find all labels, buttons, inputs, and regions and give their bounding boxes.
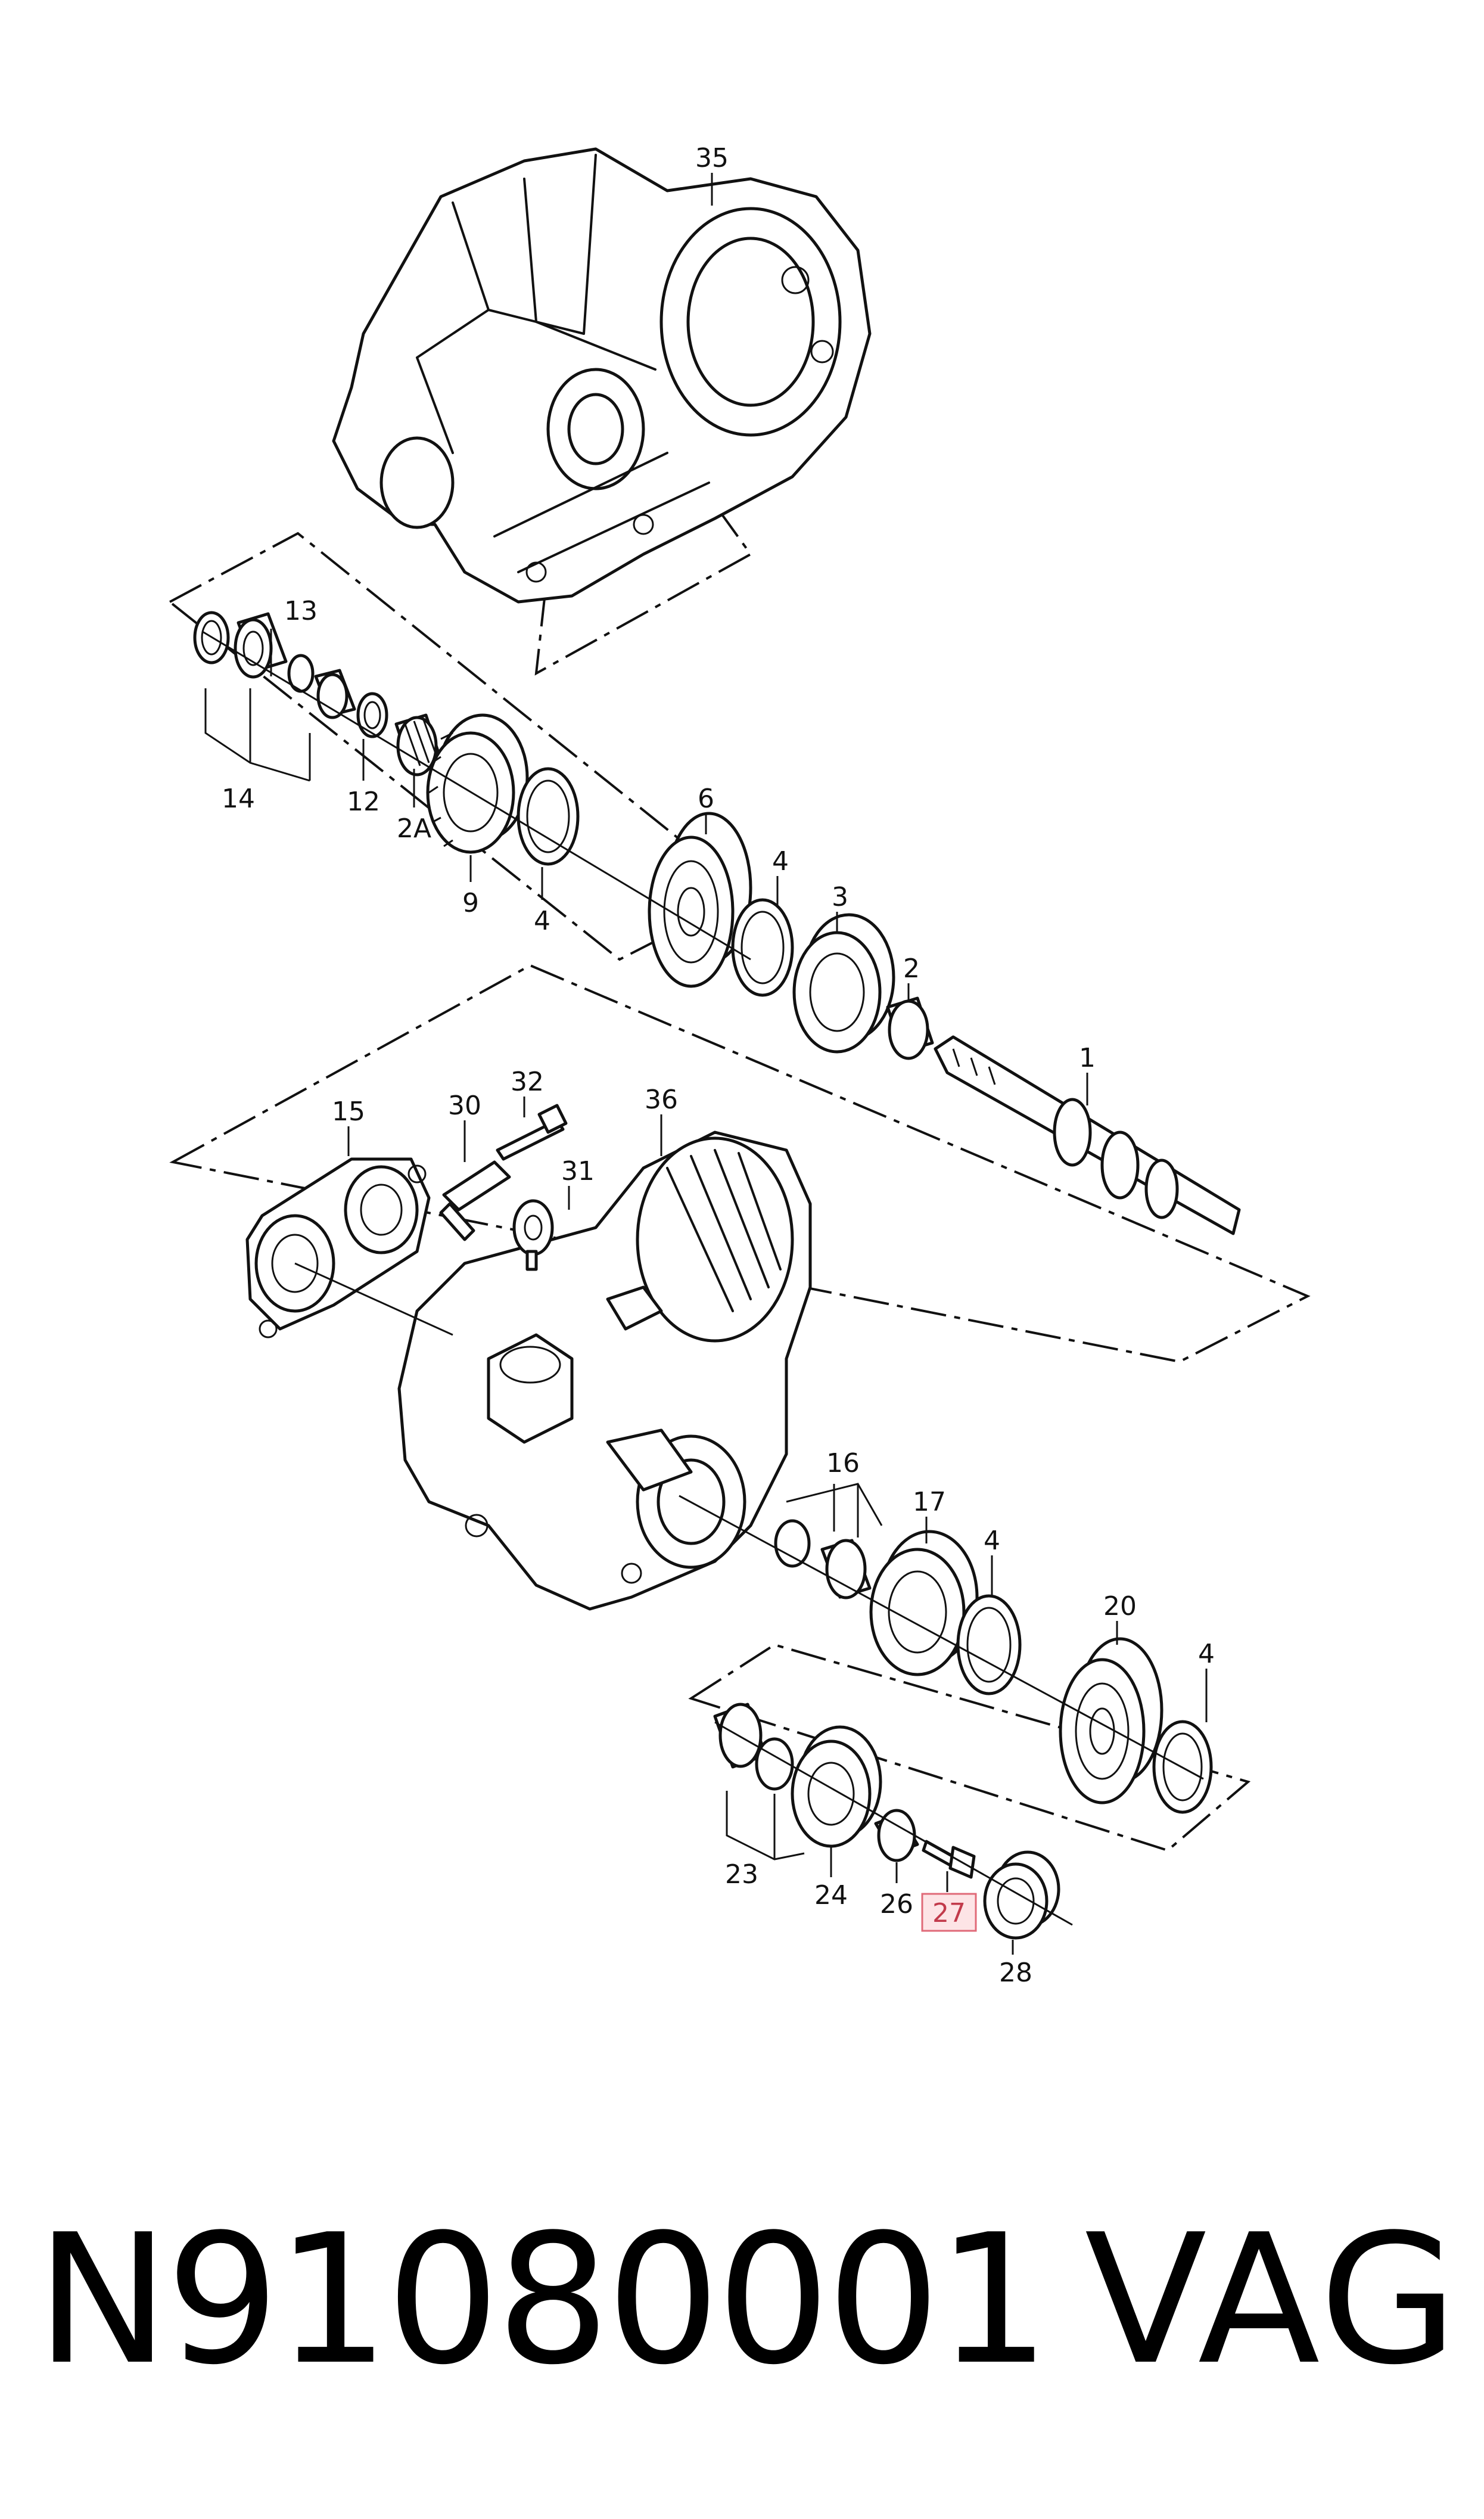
brand-name: VAG xyxy=(1084,2196,1460,2404)
callout-24: 24 xyxy=(814,1880,848,1911)
main-shaft-centerline xyxy=(679,1495,1204,1780)
needle-bearing-13 xyxy=(234,612,288,679)
gear-9 xyxy=(426,713,529,854)
needle-bearing-2a xyxy=(394,713,443,776)
callout-35: 35 xyxy=(695,143,729,173)
callout-4a: 4 xyxy=(534,906,550,936)
callout-15: 15 xyxy=(332,1097,365,1127)
cover-plate-15 xyxy=(245,1157,431,1338)
callout-12: 12 xyxy=(347,787,380,817)
callout-16: 16 xyxy=(826,1448,860,1479)
synchro-ring-4b xyxy=(731,898,794,997)
exploded-parts-diagram: 35 13 14 12 2A 9 4 6 4 3 2 1 32 30 36 31… xyxy=(167,143,1311,1988)
callout-32: 32 xyxy=(511,1067,544,1097)
needle-bearing-16 xyxy=(820,1539,872,1599)
callout-13: 13 xyxy=(284,596,318,626)
gear-cluster-centerline xyxy=(714,1721,1073,1926)
callout-28: 28 xyxy=(999,1958,1032,1988)
callout-27-highlight xyxy=(921,1893,977,1932)
callout-4b: 4 xyxy=(772,846,789,877)
gearbox-housing-36 xyxy=(397,1130,812,1611)
callout-36: 36 xyxy=(645,1085,678,1115)
cover-centerline xyxy=(294,1262,453,1336)
bolt-30 xyxy=(439,1160,511,1241)
synchro-ring-4c xyxy=(956,1594,1022,1695)
leader-lines xyxy=(204,173,1208,1955)
callout-4c: 4 xyxy=(984,1526,1000,1556)
callout-27: 27 xyxy=(932,1898,966,1928)
callout-17: 17 xyxy=(913,1487,946,1517)
part-number: N91080001 xyxy=(36,2196,1050,2404)
callout-1: 1 xyxy=(1079,1043,1096,1073)
callout-31: 31 xyxy=(561,1156,595,1186)
spacer-26 xyxy=(874,1809,919,1862)
callout-4d: 4 xyxy=(1198,1639,1215,1669)
input-shaft-1 xyxy=(934,1035,1241,1235)
callout-2a: 2A xyxy=(397,813,431,844)
gear-31 xyxy=(512,1199,554,1271)
bearing-28 xyxy=(983,1850,1060,1940)
callout-30: 30 xyxy=(448,1091,481,1121)
footer: N91080001 VAG xyxy=(0,2193,1484,2443)
input-shaft-centerline xyxy=(202,630,751,961)
callout-26: 26 xyxy=(880,1889,913,1919)
synchro-ring-4a xyxy=(517,767,580,866)
callout-14: 14 xyxy=(222,784,255,814)
callout-2: 2 xyxy=(903,953,920,984)
callout-23: 23 xyxy=(725,1859,758,1890)
gear-17 xyxy=(869,1530,979,1676)
callout-3: 3 xyxy=(832,882,848,912)
assembly-box-gear-cluster xyxy=(688,1643,1251,1852)
gear-3 xyxy=(792,913,895,1054)
circlip-12 xyxy=(356,692,388,738)
needle-bearing-2 xyxy=(886,996,934,1060)
callout-20: 20 xyxy=(1103,1591,1137,1622)
gearbox-housing-35 xyxy=(332,147,872,604)
synchronizer-hub-6 xyxy=(648,812,752,988)
bolt-32 xyxy=(496,1104,568,1161)
synchronizer-hub-20 xyxy=(1059,1637,1163,1804)
gear-24 xyxy=(791,1725,882,1848)
callout-6: 6 xyxy=(698,784,714,814)
callout-9: 9 xyxy=(462,888,479,918)
assembly-box-main-shaft xyxy=(169,964,1311,1363)
bush-16 xyxy=(774,1519,811,1568)
bush-14 xyxy=(314,669,356,719)
bolt-27 xyxy=(922,1840,976,1879)
